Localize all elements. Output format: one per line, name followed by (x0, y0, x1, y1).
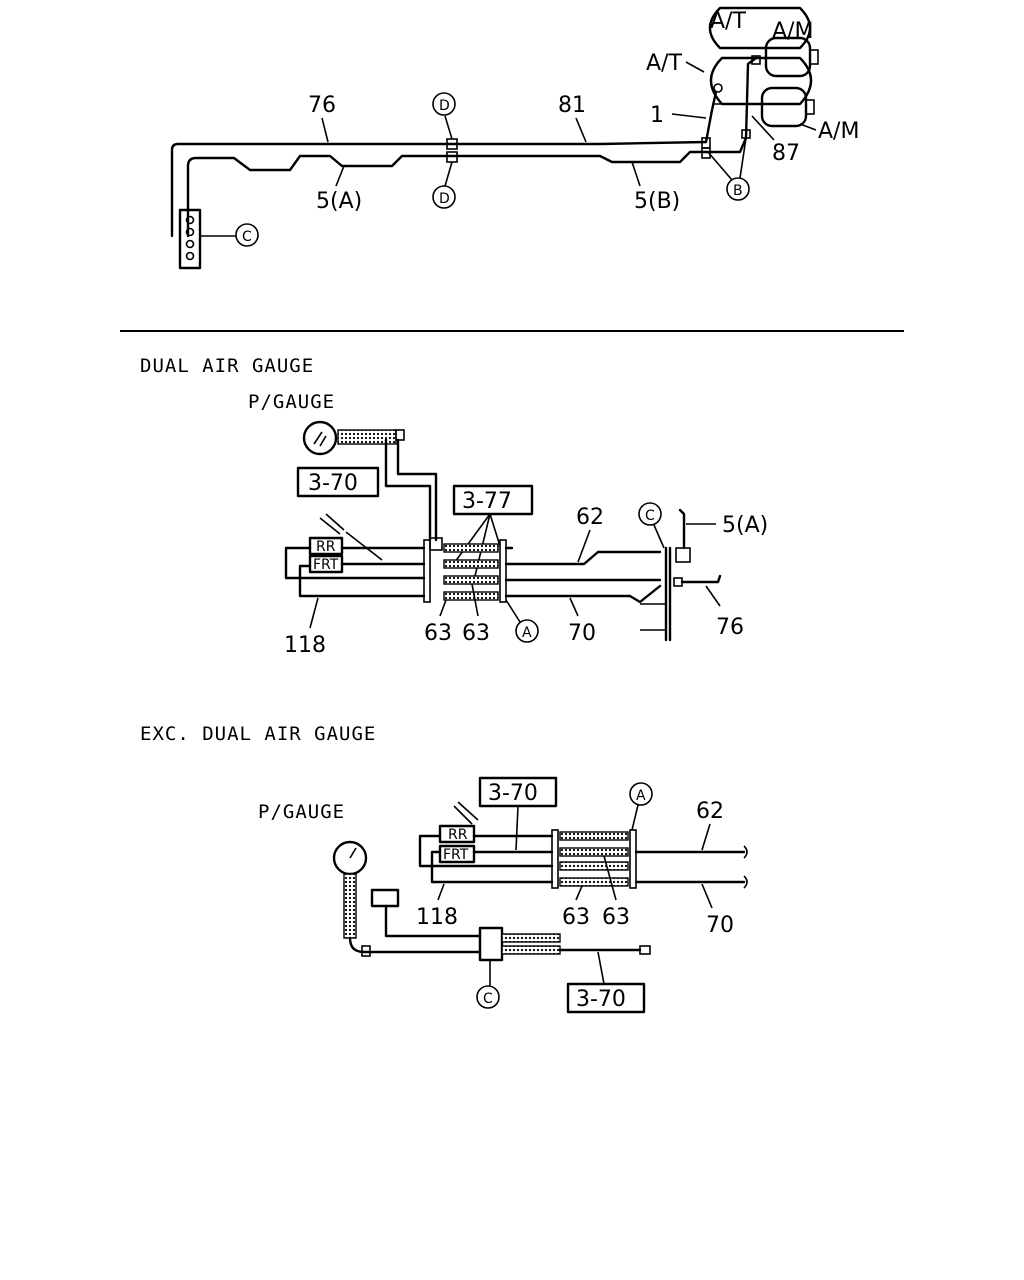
dual-label-76: 76 (716, 615, 744, 640)
exc-callout-a: A (636, 788, 646, 804)
exc-label-63b: 63 (602, 905, 630, 930)
exc-gauge-label: P/GAUGE (258, 801, 345, 823)
dual-frt: FRT (313, 557, 339, 573)
pipe-5 (186, 150, 708, 238)
top-section: A/T A/M A/T A/M (170, 6, 859, 270)
dual-label-70: 70 (568, 621, 596, 646)
tank-at-lower-label: A/T (646, 51, 682, 76)
tank-am-lower-label: A/M (818, 119, 859, 144)
dual-callout-c: C (645, 508, 655, 524)
tank-at-lower (709, 56, 813, 106)
air-master-upper (764, 36, 819, 78)
dual-label-63b: 63 (462, 621, 490, 646)
label-76: 76 (308, 93, 336, 118)
label-5a: 5(A) (316, 189, 362, 214)
dual-box-370: 3-70 (308, 471, 358, 496)
dual-rr: RR (316, 539, 336, 555)
exc-label-118: 118 (416, 905, 458, 930)
exc-title: EXC. DUAL AIR GAUGE (140, 723, 376, 745)
dual-label-63a: 63 (424, 621, 452, 646)
exc-frt: FRT (443, 847, 469, 863)
exc-box-370-lower: 3-70 (576, 987, 626, 1012)
exc-rr: RR (448, 827, 468, 843)
air-master-lower (760, 86, 815, 128)
pipe-76-81 (170, 140, 708, 238)
exc-section: EXC. DUAL AIR GAUGE P/GAUGE C 3-70 3-70 (140, 723, 748, 1014)
exc-box-370-upper: 3-70 (488, 781, 538, 806)
dual-section: DUAL AIR GAUGE P/GAUGE 3-70 3-77 RR FRT (140, 355, 768, 658)
callout-d-top: D (439, 98, 450, 114)
exc-label-63a: 63 (562, 905, 590, 930)
label-5b: 5(B) (634, 189, 680, 214)
label-81: 81 (558, 93, 586, 118)
dual-label-62: 62 (576, 505, 604, 530)
dual-gauge-icon (302, 420, 338, 456)
dual-callout-a: A (522, 625, 532, 641)
dual-title: DUAL AIR GAUGE (140, 355, 314, 377)
tank-at-upper: A/T (708, 6, 812, 50)
callout-b: B (733, 183, 743, 199)
tank-am-upper-label: A/M (772, 19, 813, 44)
label-87: 87 (772, 141, 800, 166)
label-1: 1 (650, 103, 664, 128)
callout-c-top: C (242, 229, 252, 245)
dual-box-377: 3-77 (462, 489, 512, 514)
exc-label-70: 70 (706, 913, 734, 938)
callout-d-bottom: D (439, 191, 450, 207)
exc-callout-c: C (483, 991, 493, 1007)
dual-label-118: 118 (284, 633, 326, 658)
dual-gauge-label: P/GAUGE (248, 391, 335, 413)
exc-label-62: 62 (696, 799, 724, 824)
dual-label-5a: 5(A) (722, 513, 768, 538)
tank-at-upper-label: A/T (710, 9, 746, 34)
